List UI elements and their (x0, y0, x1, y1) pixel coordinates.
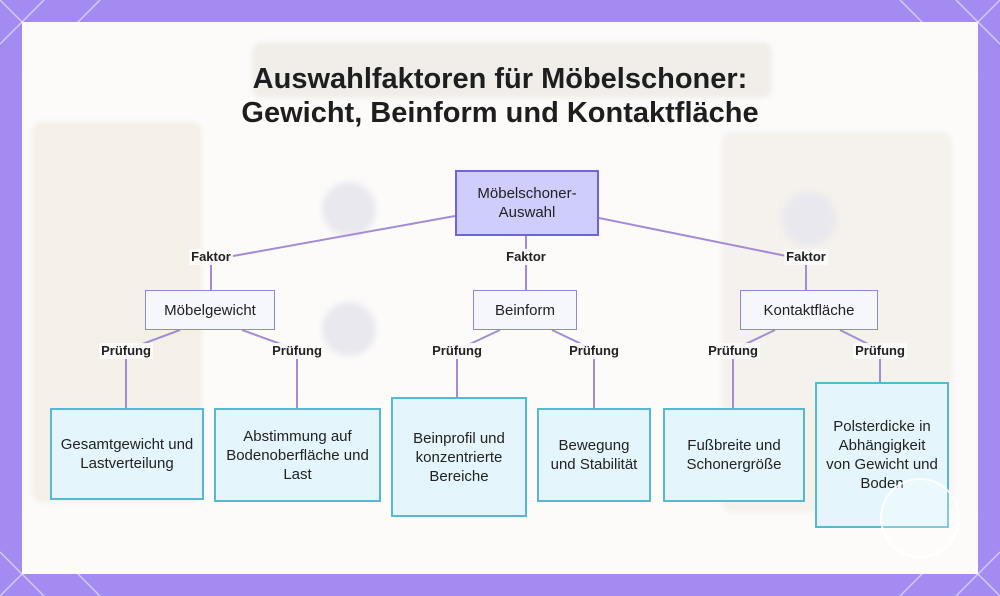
factor-node-label: Möbelgewicht (164, 301, 256, 319)
title-line-2: Gewicht, Beinform und Kontaktfläche (241, 97, 759, 129)
background-shape (782, 192, 836, 246)
check-node-gesamtgewicht: Gesamtgewicht und Lastverteilung (50, 408, 204, 500)
check-node-label: Polsterdicke in Abhängigkeit von Gewicht… (826, 418, 938, 492)
page-title: Auswahlfaktoren für Möbelschoner: Gewich… (0, 62, 1000, 130)
factor-node-beinform: Beinform (473, 290, 577, 330)
title-line-1: Auswahlfaktoren für Möbelschoner: (252, 63, 748, 95)
edge-kontaktflaeche-fussbreite (732, 329, 776, 408)
edge-root-moebelgewicht (210, 215, 456, 290)
check-node-fussbreite: Fußbreite und Schonergröße (663, 408, 805, 502)
factor-node-label: Kontaktfläche (763, 301, 855, 319)
background-shape (322, 302, 376, 356)
check-node-label: Gesamtgewicht und Lastverteilung (60, 436, 194, 472)
edge-label-check: Prüfung (430, 343, 484, 359)
edge-label-check: Prüfung (270, 343, 324, 359)
edge-label-factor: Faktor (504, 249, 548, 265)
check-node-label: Beinprofil und konzentrierte Bereiche (413, 429, 505, 485)
watermark-badge (880, 478, 960, 558)
check-node-bewegung: Bewegung und Stabilität (537, 408, 651, 502)
edge-label-check: Prüfung (706, 343, 760, 359)
edge-root-kontaktflaeche (598, 217, 807, 290)
edge-label-factor: Faktor (784, 249, 828, 265)
edge-moebelgewicht-gesamtgewicht (125, 329, 181, 408)
check-node-abstimmung: Abstimmung auf Bodenoberfläche und Last (214, 408, 381, 502)
edge-beinform-beinprofil (456, 329, 501, 397)
check-node-label: Abstimmung auf Bodenoberfläche und Last (226, 427, 369, 483)
factor-node-label: Beinform (494, 301, 556, 319)
check-node-beinprofil: Beinprofil und konzentrierte Bereiche (391, 397, 527, 517)
root-node: Möbelschoner-Auswahl (455, 170, 599, 236)
check-node-label: Bewegung und Stabilität (550, 437, 638, 473)
check-node-label: Fußbreite und Schonergröße (686, 437, 782, 473)
factor-node-moebelgewicht: Möbelgewicht (145, 290, 275, 330)
edge-label-factor: Faktor (189, 249, 233, 265)
root-node-label: Möbelschoner-Auswahl (477, 185, 577, 221)
edge-label-check: Prüfung (99, 343, 153, 359)
edge-label-check: Prüfung (853, 343, 907, 359)
edge-moebelgewicht-abstimmung (241, 329, 298, 408)
edge-beinform-bewegung (551, 329, 595, 408)
background-shape (252, 42, 772, 98)
background-shape (322, 182, 376, 236)
factor-node-kontaktflaeche: Kontaktfläche (740, 290, 878, 330)
edge-label-check: Prüfung (567, 343, 621, 359)
